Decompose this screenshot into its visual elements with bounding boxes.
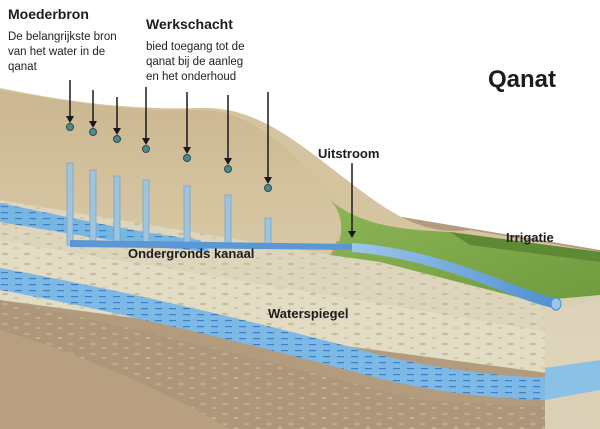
pointer-arrows bbox=[69, 80, 353, 232]
green-field bbox=[330, 200, 600, 308]
surface-stream bbox=[352, 243, 560, 309]
stream-mouth bbox=[550, 297, 562, 311]
underground-canal bbox=[70, 240, 352, 250]
water-table-waves bbox=[0, 268, 560, 400]
shaft-label: Werkschacht bbox=[146, 16, 233, 32]
irrigation-label: Irrigatie bbox=[506, 230, 554, 245]
canal-label: Ondergronds kanaal bbox=[128, 246, 255, 261]
shaft-openings bbox=[66, 123, 272, 192]
water-table-label: Waterspiegel bbox=[268, 306, 349, 321]
aquifer-upper-waves bbox=[0, 203, 210, 252]
right-side-aquifer bbox=[545, 360, 600, 400]
deep-earth-front bbox=[0, 330, 230, 429]
arrow-heads bbox=[66, 116, 356, 238]
dark-field-strip bbox=[450, 232, 600, 262]
outflow-label: Uitstroom bbox=[318, 146, 380, 161]
strata-middle-dots bbox=[0, 240, 600, 380]
shaft-description: bied toegang tot de qanat bij de aanleg … bbox=[146, 41, 245, 83]
diagram-title: Qanat bbox=[488, 66, 557, 93]
mother-well-label: Moederbron bbox=[8, 6, 89, 22]
mother-well-description: De belangrijkste bron van het water in d… bbox=[8, 31, 117, 73]
